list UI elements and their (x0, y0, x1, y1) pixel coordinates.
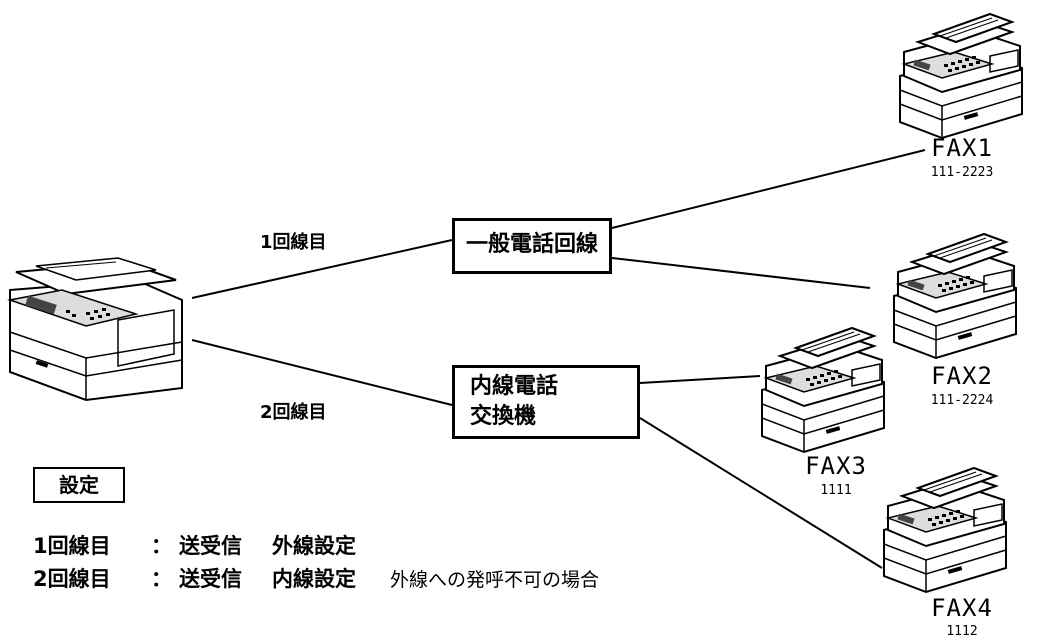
public-to-fax2 (611, 257, 871, 289)
pbx-label-line1: 内線電話 (470, 374, 559, 399)
fax-machine-icon (893, 233, 1017, 359)
pbx-box (452, 365, 640, 439)
setting-line-name: 1回線目 (33, 534, 111, 558)
fax-machine-icon (899, 13, 1023, 139)
fax3-number: 1111 (820, 483, 852, 498)
fax3-name: FAX3 (805, 452, 867, 480)
fax2-number: 111-2224 (930, 393, 994, 408)
pbx-to-fax4 (639, 417, 883, 569)
line1-connection (191, 239, 453, 299)
public-line-box (452, 218, 612, 274)
line1-label: 1回線目 (260, 232, 327, 253)
setting-line-name: 2回線目 (33, 567, 111, 591)
fax-machine-icon (883, 467, 1007, 593)
fax4-name: FAX4 (931, 594, 993, 622)
multifunction-printer-icon (9, 257, 183, 401)
setting-mode: 送受信 (179, 567, 242, 591)
setting-type: 外線設定 (272, 534, 356, 558)
setting-row-2: 2回線目 ： 送受信 内線設定 外線への発呼不可の場合 (33, 563, 599, 593)
settings-title: 設定 (33, 467, 125, 503)
fax4-number: 1112 (946, 624, 978, 639)
setting-colon: ： (151, 534, 172, 558)
fax1-name: FAX1 (931, 134, 993, 162)
connection-lines (191, 149, 926, 569)
fax1-number: 111-2223 (930, 165, 994, 180)
setting-colon: ： (151, 567, 172, 591)
setting-row-1: 1回線目 ： 送受信 外線設定 (33, 530, 390, 560)
line2-label: 2回線目 (260, 402, 327, 423)
fax-machine-icon (761, 327, 885, 453)
line2-connection (191, 339, 453, 406)
pbx-to-fax3 (639, 375, 761, 384)
setting-note: 外線への発呼不可の場合 (390, 569, 600, 591)
fax2-name: FAX2 (931, 362, 993, 390)
public-line-label: 一般電話回線 (466, 232, 599, 257)
setting-type: 内線設定 (272, 567, 356, 591)
public-to-fax1 (611, 149, 926, 229)
setting-mode: 送受信 (179, 534, 242, 558)
pbx-label-line2: 交換機 (470, 404, 537, 429)
